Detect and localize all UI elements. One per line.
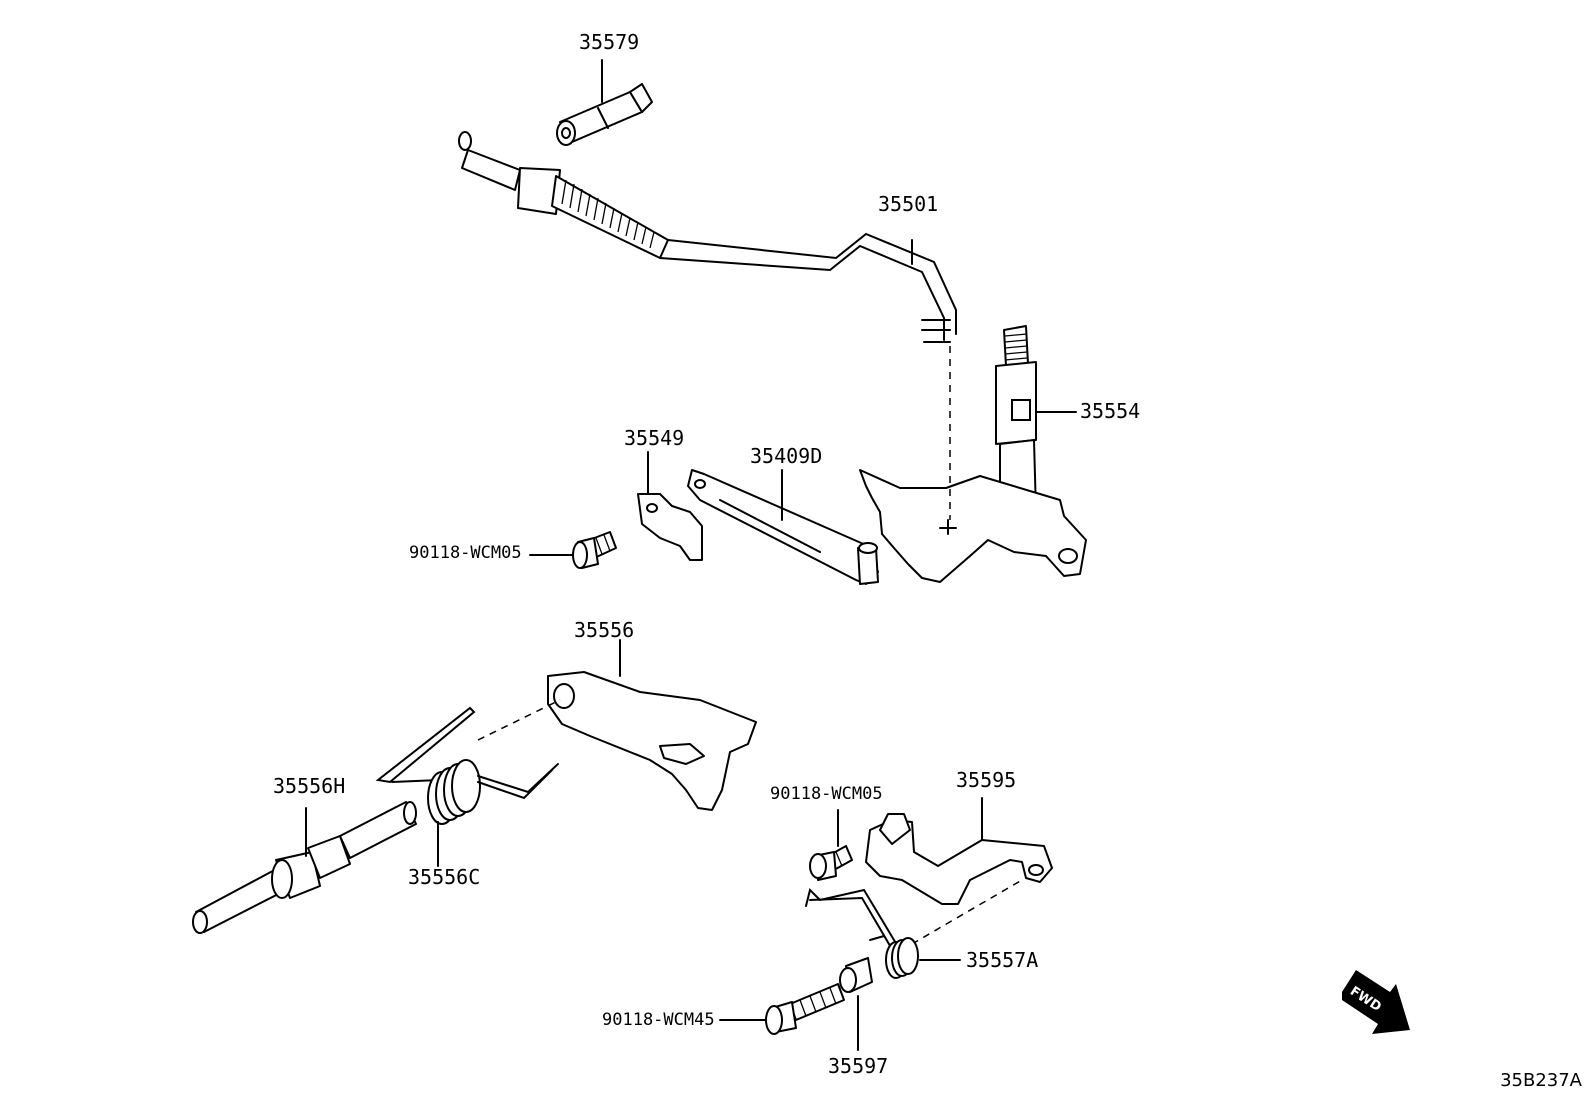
- label-35501: 35501: [878, 192, 939, 216]
- bolt-90118-wcm05-top[interactable]: [529, 531, 617, 569]
- label-35595: 35595: [956, 768, 1017, 792]
- label-35556: 35556: [574, 618, 635, 642]
- label-35409D: 35409D: [750, 444, 823, 468]
- part-35554-shift-shaft[interactable]: [859, 325, 1087, 583]
- part-35556-shift-lever[interactable]: [477, 639, 757, 811]
- diagram-reference-code: 35B237A: [1500, 1070, 1582, 1091]
- part-35409D-link[interactable]: [687, 469, 879, 585]
- label-35556H: 35556H: [273, 774, 346, 798]
- fwd-arrow-icon: FWD: [1342, 970, 1410, 1034]
- bolt-90118-wcm05-bottom[interactable]: [809, 809, 853, 881]
- part-35549-bracket[interactable]: [637, 451, 703, 561]
- label-90118-wcm05-top: 90118-WCM05: [409, 543, 522, 563]
- part-35557A-spring[interactable]: [805, 888, 961, 979]
- label-35557A: 35557A: [966, 948, 1039, 972]
- label-35549: 35549: [624, 426, 685, 450]
- label-35556C: 35556C: [408, 865, 481, 889]
- part-35501-shift-rod[interactable]: [458, 131, 957, 343]
- part-35556C-spring[interactable]: [375, 706, 559, 867]
- label-35579: 35579: [579, 30, 640, 54]
- part-35556H-shaft[interactable]: [192, 801, 417, 934]
- part-35595-bracket[interactable]: [865, 797, 1053, 945]
- label-90118-wcm45: 90118-WCM45: [602, 1010, 715, 1030]
- part-35579-pin[interactable]: [556, 59, 653, 146]
- label-35554: 35554: [1080, 399, 1141, 423]
- bolt-90118-wcm45[interactable]: [719, 983, 845, 1035]
- label-90118-wcm05-bottom: 90118-WCM05: [770, 784, 883, 804]
- label-35597: 35597: [828, 1054, 889, 1078]
- part-35597-collar[interactable]: [839, 957, 873, 1051]
